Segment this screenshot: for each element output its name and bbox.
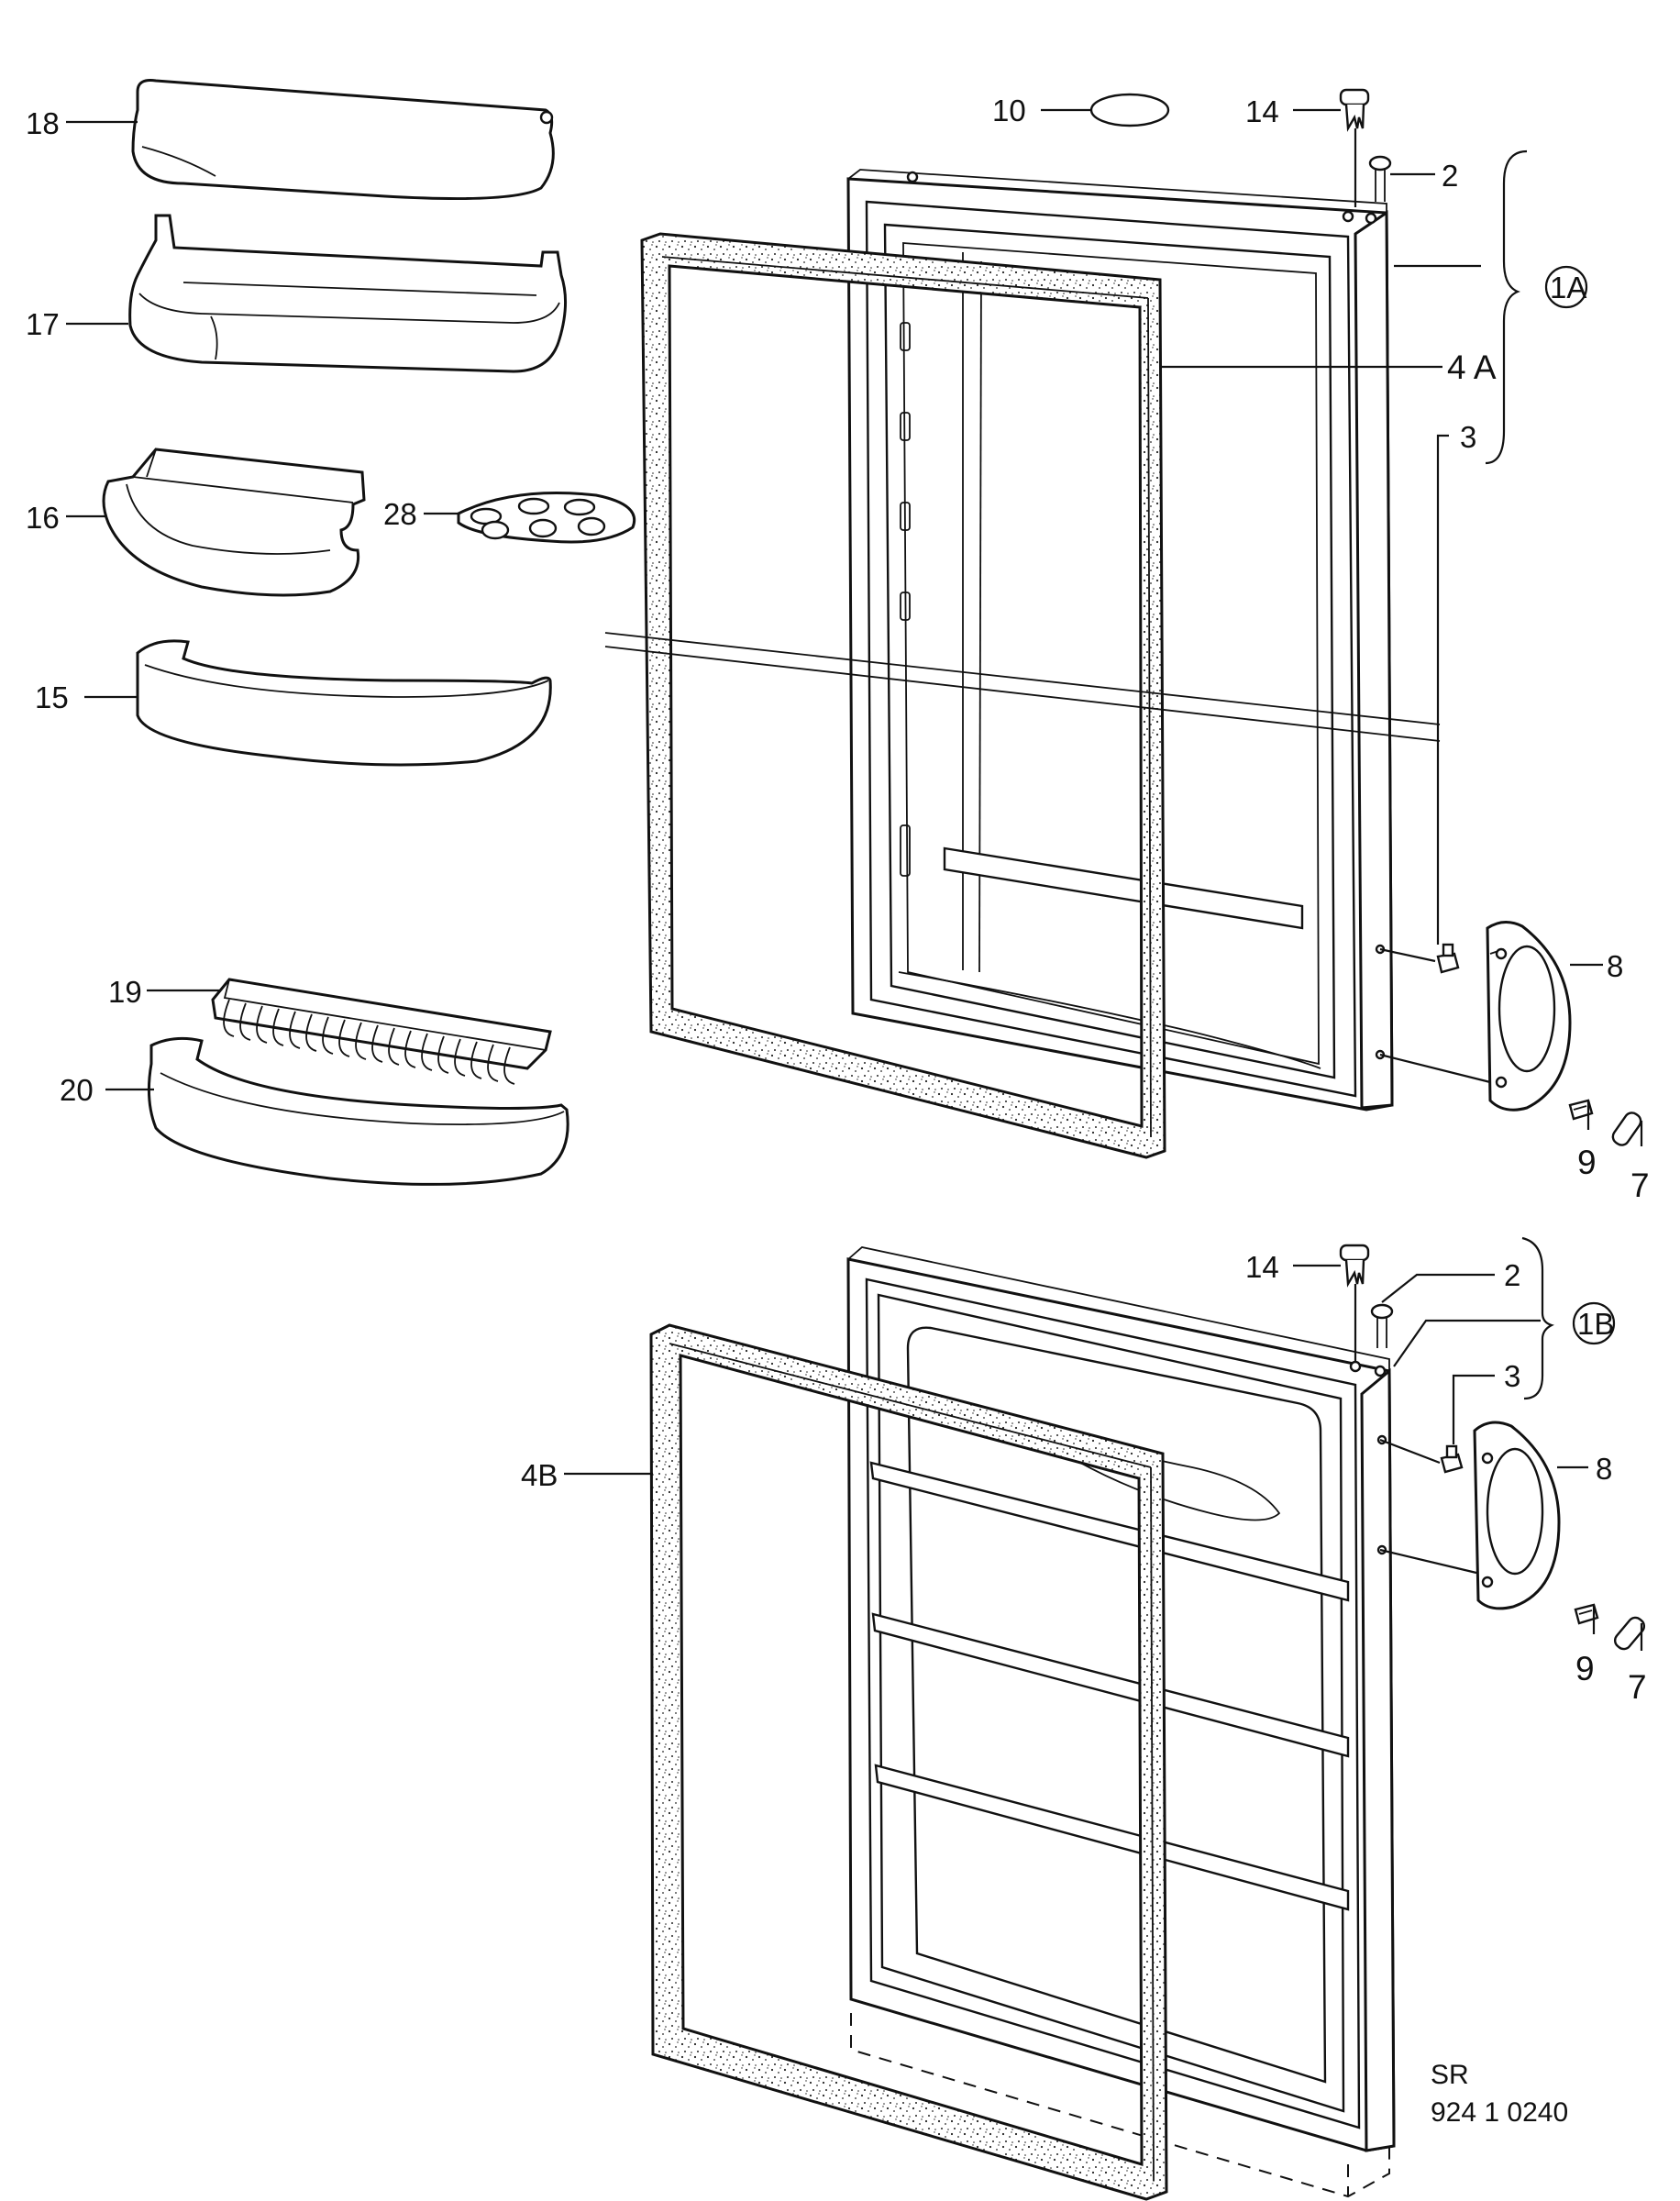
circle-1a <box>1544 265 1588 309</box>
label-7-upper: 7 <box>1630 1167 1650 1204</box>
label-9-lower: 9 <box>1575 1650 1595 1687</box>
label-19: 19 <box>108 975 142 1009</box>
part-19-bottle-rack <box>211 978 552 1085</box>
label-18: 18 <box>26 106 60 140</box>
label-10: 10 <box>992 94 1026 127</box>
brace-1b <box>1521 1236 1554 1400</box>
label-4b: 4B <box>521 1458 558 1492</box>
part-labels: 18 17 16 28 15 19 20 10 14 2 1A 4 A 3 8 … <box>26 94 1650 1706</box>
label-4a: 4 A <box>1447 348 1497 386</box>
part-2-upper-screw <box>1368 155 1392 202</box>
lower-door-shell <box>846 1246 1396 2198</box>
part-16-dairy-box <box>102 448 366 597</box>
part-18-shelf-cover <box>131 79 555 201</box>
part-7-lower-cap <box>1613 1616 1646 1651</box>
part-20-bottle-bin <box>147 1036 569 1186</box>
drawing-code: SR 924 1 0240 <box>1431 2060 1568 2128</box>
label-14-upper: 14 <box>1245 94 1279 128</box>
label-2-lower: 2 <box>1504 1258 1520 1292</box>
label-9-upper: 9 <box>1577 1144 1597 1181</box>
label-28: 28 <box>383 497 417 531</box>
part-3-lower-pin <box>1440 1444 1464 1474</box>
part-3-upper-pin <box>1436 943 1460 974</box>
part-15-door-bin <box>136 639 552 767</box>
brace-1a <box>1485 149 1528 465</box>
leader-lines <box>66 108 1643 1651</box>
lower-door-gasket <box>649 1323 1168 2201</box>
part-9-upper-screw <box>1568 1099 1594 1121</box>
label-2-upper: 2 <box>1442 159 1458 193</box>
part-14-upper-plug <box>1339 88 1370 132</box>
center-line <box>604 632 1441 742</box>
label-3-lower: 3 <box>1504 1359 1520 1393</box>
part-28-egg-holder <box>457 492 636 544</box>
label-20: 20 <box>60 1073 94 1107</box>
label-16: 16 <box>26 501 60 535</box>
part-8-lower-handle <box>1473 1421 1561 1610</box>
part-2-lower-screw <box>1370 1303 1394 1348</box>
label-3-upper: 3 <box>1460 420 1476 454</box>
part-7-upper-cap <box>1611 1112 1642 1146</box>
label-1b: 1B <box>1577 1307 1614 1341</box>
part-9-lower-screw <box>1574 1603 1599 1625</box>
part-17-door-tray <box>128 214 568 373</box>
drawing-code-line1: SR <box>1431 2060 1469 2090</box>
upper-door-gasket <box>640 232 1166 1159</box>
label-1a: 1A <box>1550 271 1586 304</box>
part-14-lower-plug <box>1339 1244 1370 1288</box>
drawing-code-line2: 924 1 0240 <box>1431 2097 1568 2128</box>
upper-door-shell <box>846 169 1394 1112</box>
label-15: 15 <box>35 680 69 714</box>
label-7-lower: 7 <box>1628 1668 1647 1706</box>
part-8-upper-handle <box>1486 921 1572 1112</box>
label-8-upper: 8 <box>1607 949 1623 983</box>
label-14-lower: 14 <box>1245 1250 1279 1284</box>
circle-1b <box>1572 1301 1616 1345</box>
part-10-oval-badge <box>1089 93 1170 127</box>
label-17: 17 <box>26 307 60 341</box>
label-8-lower: 8 <box>1596 1452 1612 1486</box>
